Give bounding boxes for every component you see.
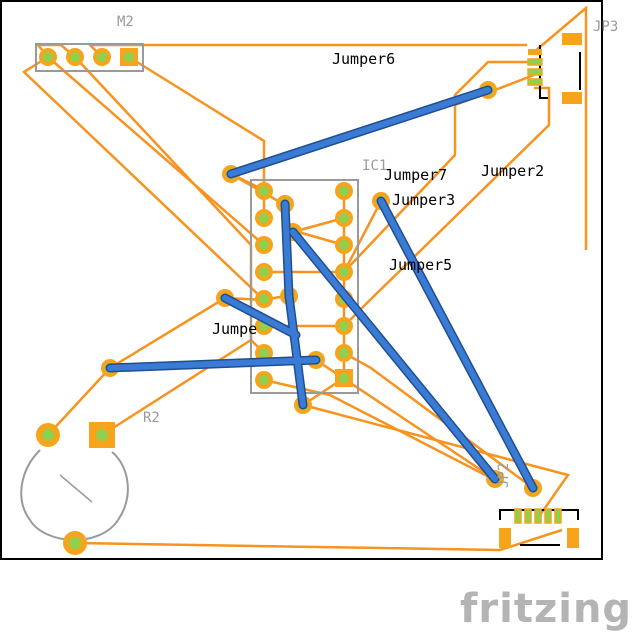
- trace: [302, 403, 571, 516]
- jumper2-wire: [107, 357, 319, 371]
- jumper6-wire: [228, 87, 491, 177]
- ic1-label: IC1: [362, 158, 387, 174]
- trace: [109, 296, 226, 370]
- jp2-label: JP2: [496, 463, 512, 488]
- jumper-wire: [286, 293, 306, 408]
- trace: [21, 55, 265, 301]
- jumper7-wire: [282, 201, 292, 299]
- trace: [342, 200, 383, 273]
- m2-outline: [35, 43, 144, 72]
- jumper5-label: Jumper5: [389, 256, 452, 274]
- jumper-partial-label: Jumpe: [212, 320, 257, 338]
- trace: [74, 528, 563, 552]
- trace: [101, 338, 252, 437]
- jp2-connector: [499, 508, 579, 548]
- trace: [533, 5, 588, 250]
- trace: [47, 56, 265, 246]
- jumper5-wire: [290, 229, 498, 482]
- jumper2-label: Jumper2: [481, 162, 544, 180]
- jumper-wires: [107, 87, 536, 491]
- jp3-connector: [527, 33, 582, 104]
- fritzing-logo: fritzing: [460, 586, 632, 632]
- trace: [47, 367, 111, 436]
- jumper7-label: Jumper7: [384, 166, 447, 184]
- trace: [343, 351, 534, 490]
- jp3-label: JP3: [593, 19, 618, 35]
- jumper3-wire: [378, 198, 536, 491]
- jumper3-label: Jumper3: [392, 191, 455, 209]
- jumper-wire: [222, 295, 299, 338]
- trace: [263, 378, 496, 482]
- r2-label: R2: [143, 410, 160, 426]
- m2-label: M2: [117, 14, 134, 30]
- jumper6-label: Jumper6: [332, 50, 395, 68]
- trace: [343, 60, 534, 273]
